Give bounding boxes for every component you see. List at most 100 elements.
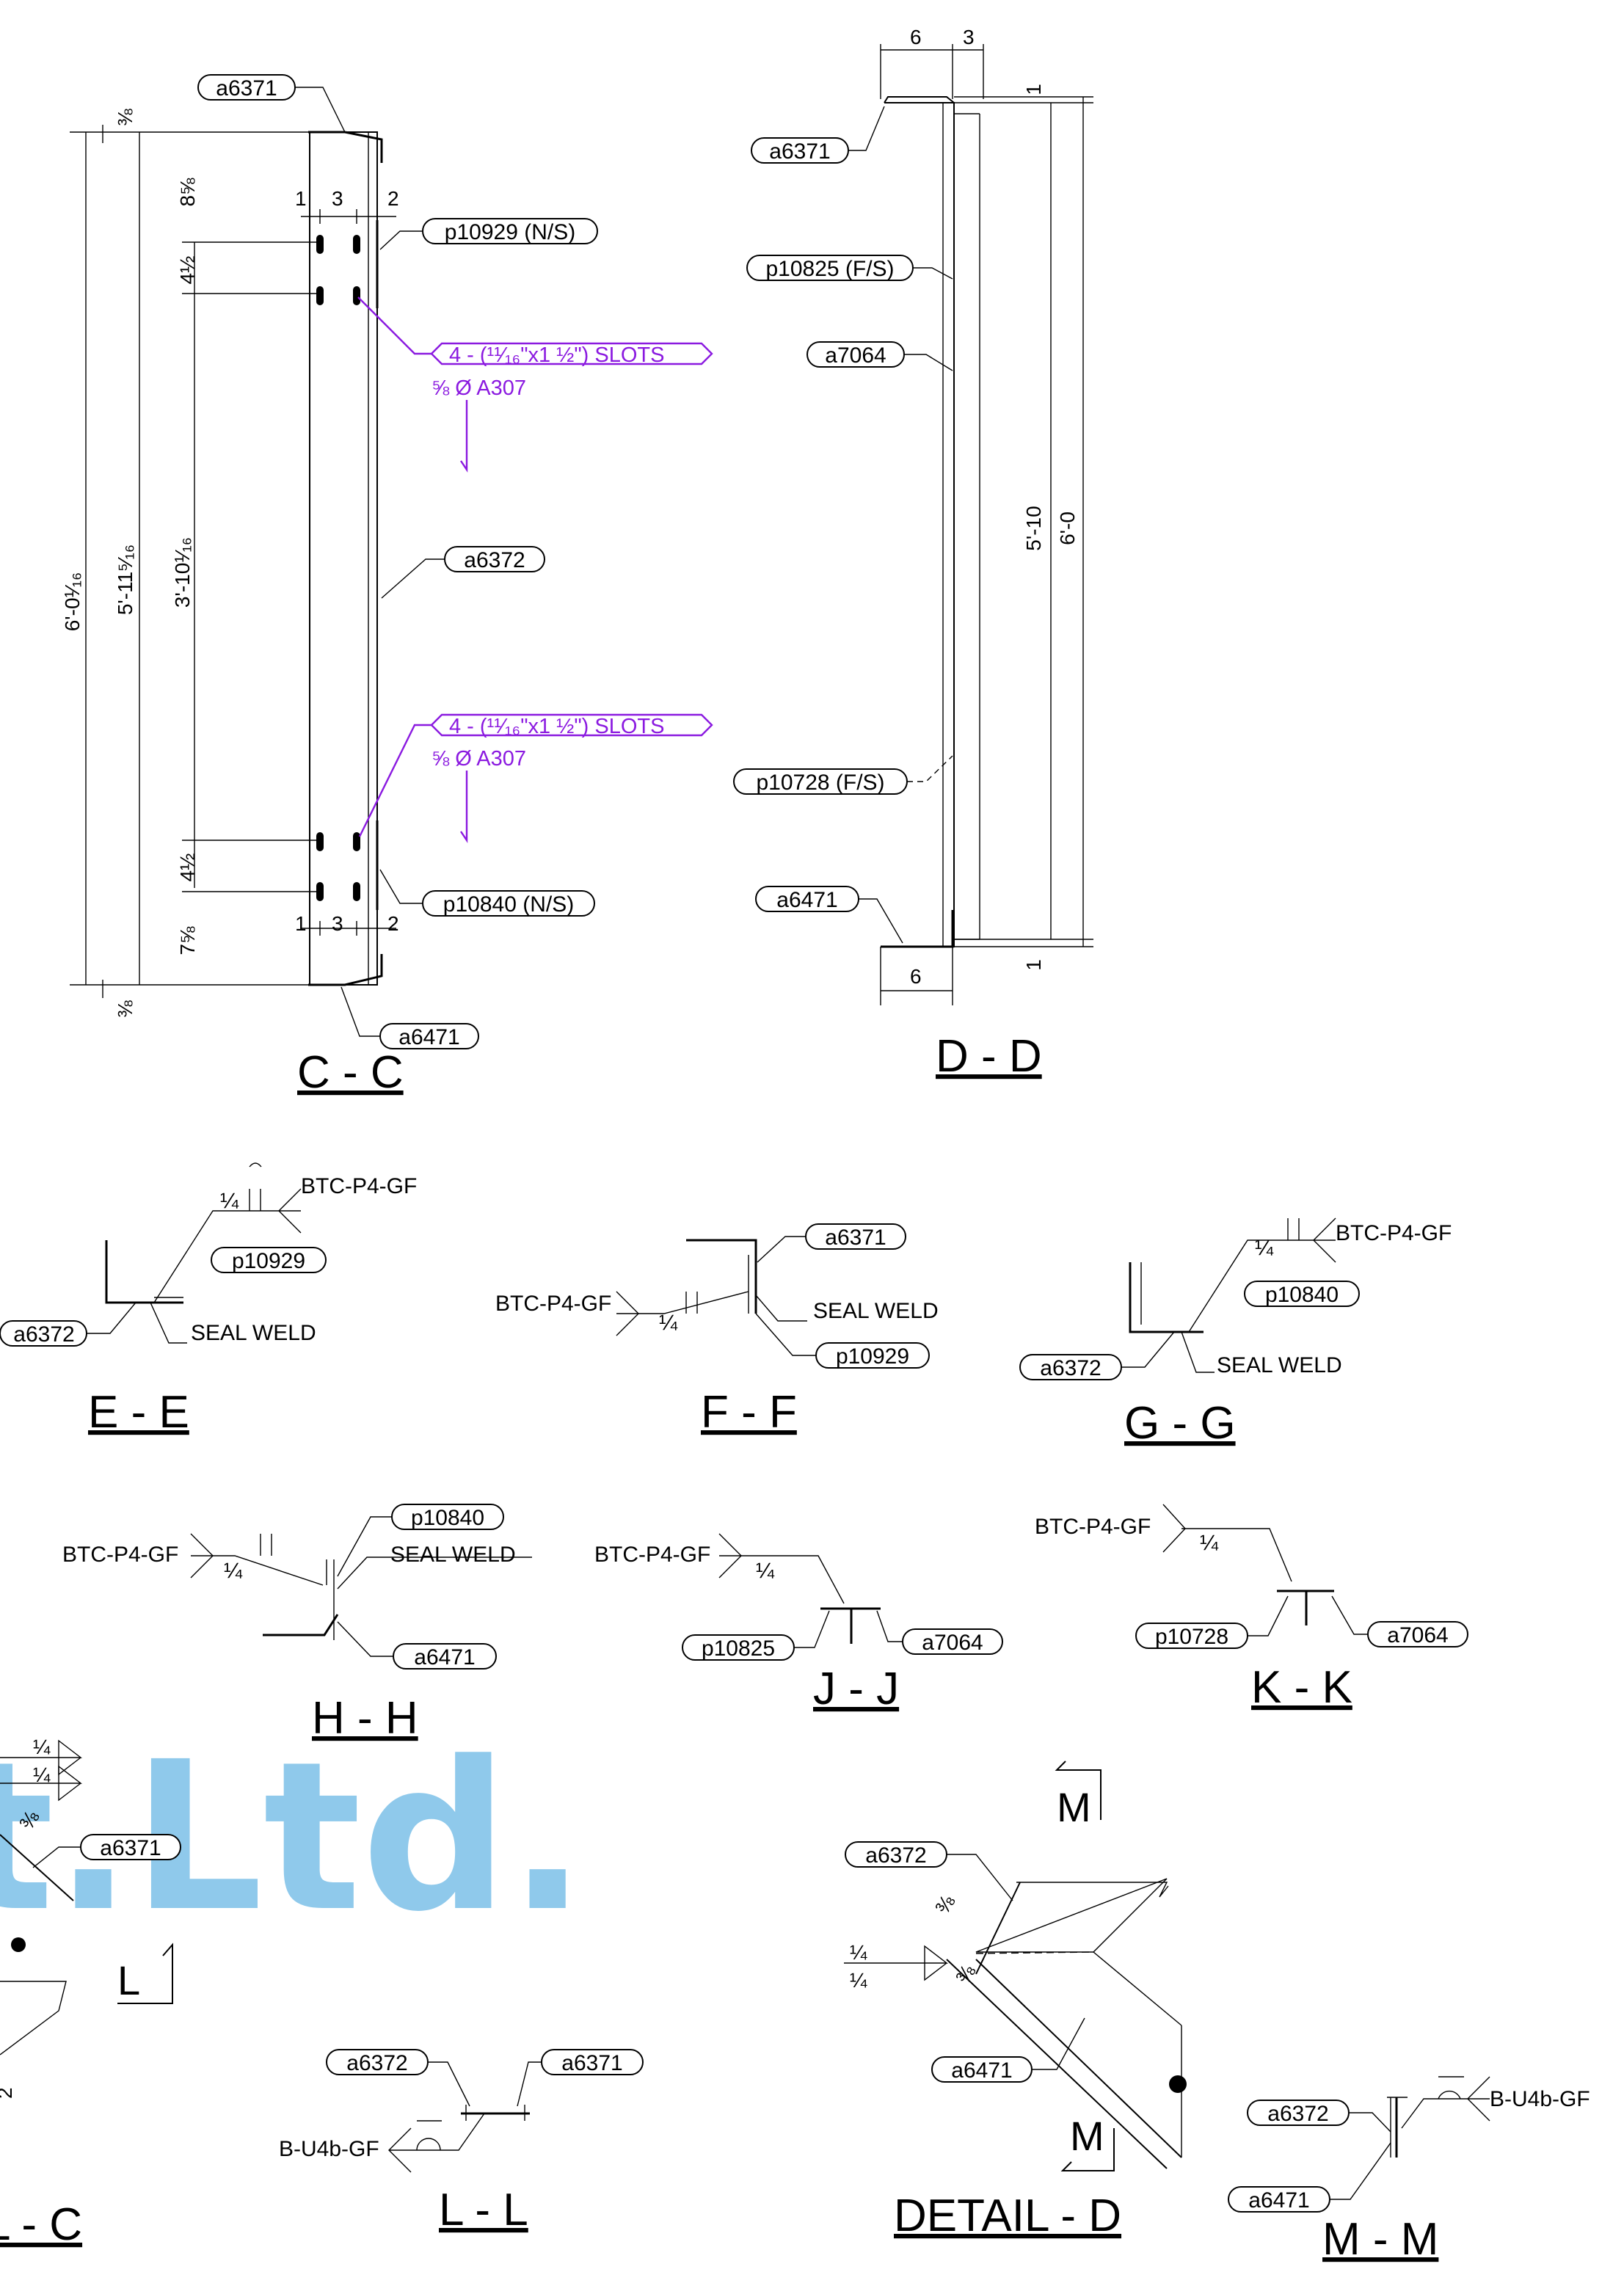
dim-mid: 3'-10¹⁄₁₆ (171, 537, 194, 608)
tag-detd-a2: a6471 (951, 2058, 1012, 2083)
slot-note-bot: 4 - (¹¹⁄₁₆"x1 ½") SLOTS (449, 715, 664, 738)
fw-lc-2: ¼ (33, 1763, 51, 1786)
title-kk: K - K (1251, 1662, 1352, 1713)
tag-gg-a: a6372 (1040, 1356, 1101, 1380)
dim-dd-bot: 1 (1022, 959, 1045, 971)
tag-detd-a1: a6372 (865, 1843, 926, 1868)
dim-dd-top: 1 (1022, 84, 1045, 95)
dim-h2b: 3 (332, 912, 343, 935)
dim-bot-gap: ⅜ (114, 1000, 136, 1018)
note-ff: SEAL WELD (813, 1299, 939, 1323)
tag-cc-top-plate: p10929 (N/S) (445, 220, 575, 244)
tag-ee-a: a6372 (13, 1322, 74, 1347)
tag-mm-a1: a6372 (1267, 2102, 1328, 2126)
dim-dd-w2: 3 (963, 26, 975, 48)
weld-hh: BTC-P4-GF (62, 1543, 178, 1567)
dim-dd-w1: 6 (910, 26, 922, 48)
tag-dd-top: a6371 (769, 139, 830, 164)
fw-detd-2: ¼ (850, 1969, 867, 1992)
tag-ll-a1: a6372 (346, 2051, 407, 2075)
view-detd: M a6372 a6471 ¼ ¼ ⅜ ⅜ M DETAIL - D (844, 1761, 1187, 2241)
dim-h1b: 1 (295, 912, 307, 935)
tag-dd-mid: a7064 (825, 343, 886, 368)
size-jj: ¼ (756, 1559, 775, 1583)
tag-jj-p: p10825 (702, 1636, 775, 1661)
size-ee: ¼ (220, 1189, 239, 1213)
weld-kk: BTC-P4-GF (1035, 1515, 1151, 1539)
dim-bot-pitch: 4½ (176, 853, 199, 882)
size-ff: ¼ (659, 1311, 678, 1335)
tag-cc-channel: a6372 (464, 548, 525, 572)
weld-jj: BTC-P4-GF (594, 1543, 710, 1567)
size-gg: ¼ (1255, 1236, 1274, 1260)
view-kk: BTC-P4-GF ¼ p10728 a7064 K - K (1035, 1504, 1468, 1713)
dim-bot-edge: 7⅝ (176, 926, 199, 955)
dim-top-gap: ⅜ (114, 109, 136, 126)
size-kk: ¼ (1200, 1531, 1219, 1555)
weld-ee: BTC-P4-GF (301, 1174, 417, 1198)
bolt-note-bot: ⅝ Ø A307 (432, 747, 526, 771)
dim-dd-outer: 6'-0 (1056, 511, 1079, 545)
tag-cc-bot-plate: p10840 (N/S) (443, 892, 574, 917)
dim-lc: 2 (0, 2087, 16, 2099)
tag-gg-p: p10840 (1265, 1283, 1339, 1307)
cut-m-top: M (1057, 1784, 1091, 1830)
view-hh: BTC-P4-GF ¼ p10840 SEAL WELD a6471 H - H (62, 1504, 532, 1744)
weld-gg: BTC-P4-GF (1336, 1221, 1452, 1245)
dim-h1: 1 (295, 187, 307, 210)
dim-top-edge: 8⅝ (176, 178, 199, 207)
tag-cc-top-angle: a6371 (216, 76, 277, 101)
tag-ff-a: a6371 (825, 1226, 886, 1250)
tag-jj-a: a7064 (922, 1631, 983, 1655)
title-hh: H - H (312, 1693, 418, 1744)
title-mm: M - M (1322, 2214, 1438, 2265)
view-ee: BTC-P4-GF ¼ p10929 a6372 SEAL WELD E - E (0, 1162, 417, 1438)
gap-detd-2: ⅜ (951, 1961, 980, 1987)
tag-hh-p: p10840 (411, 1506, 484, 1530)
dim-total: 6'-0¹⁄₁₆ (61, 572, 84, 632)
tag-dd-plate2: p10728 (F/S) (756, 771, 884, 795)
weld-mm: B-U4b-GF (1490, 2087, 1590, 2111)
title-jj: J - J (813, 1664, 899, 1714)
dim-dd-base: 6 (910, 965, 922, 988)
weld-ff: BTC-P4-GF (495, 1292, 611, 1316)
view-cc: 6'-0¹⁄₁₆ 5'-11⁵⁄₁₆ 3'-10¹⁄₁₆ ⅜ ⅜ 8⅝ 4½ 4… (61, 74, 713, 1098)
tag-dd-bot: a6471 (776, 888, 837, 912)
note-ee: SEAL WELD (191, 1321, 316, 1345)
dim-h3b: 2 (387, 912, 399, 935)
view-gg: BTC-P4-GF ¼ p10840 a6372 SEAL WELD G - G (1019, 1217, 1452, 1449)
view-mm: a6372 a6471 B-U4b-GF M - M (1228, 2076, 1590, 2265)
title-cc: C - C (297, 1047, 404, 1098)
title-ll: L - L (439, 2185, 528, 2235)
fw-detd-1: ¼ (850, 1941, 867, 1964)
view-lc: ¼ ¼ ⅜ a6371 L 2 L - C (0, 1736, 181, 2250)
tag-lc: a6371 (100, 1836, 161, 1860)
cut-m-bot: M (1070, 2113, 1104, 2159)
title-lc: L - C (0, 2199, 82, 2250)
cut-l: L (117, 1957, 140, 2003)
fw-lc-1: ¼ (33, 1736, 51, 1758)
tag-dd-plate1: p10825 (F/S) (765, 257, 894, 281)
weld-ll: B-U4b-GF (279, 2137, 379, 2161)
dim-top-pitch: 4½ (176, 256, 199, 285)
view-jj: BTC-P4-GF ¼ p10825 a7064 J - J (594, 1533, 1003, 1714)
tag-kk-a: a7064 (1387, 1623, 1448, 1647)
view-ll: a6372 a6371 B-U4b-GF L - L (279, 2049, 644, 2235)
title-ff: F - F (701, 1387, 797, 1438)
view-dd: 6 3 1 1 5'-10 6'-0 6 a6371 p10825 (F/S) … (733, 26, 1093, 1082)
tag-ff-p: p10929 (836, 1344, 909, 1369)
slot-note-top: 4 - (¹¹⁄₁₆"x1 ½") SLOTS (449, 343, 664, 367)
tag-cc-bot-angle: a6471 (398, 1025, 459, 1049)
tag-hh-a: a6471 (414, 1645, 475, 1670)
dim-h3: 2 (387, 187, 399, 210)
title-ee: E - E (88, 1387, 189, 1438)
bolt-note-top: ⅝ Ø A307 (432, 376, 526, 400)
note-hh: SEAL WELD (390, 1543, 516, 1567)
tag-mm-a2: a6471 (1248, 2188, 1309, 2213)
tag-ee-p: p10929 (232, 1249, 305, 1273)
title-detd: DETAIL - D (894, 2191, 1121, 2241)
dim-inner: 5'-11⁵⁄₁₆ (114, 545, 136, 615)
title-gg: G - G (1124, 1398, 1236, 1449)
tag-ll-a2: a6371 (561, 2051, 622, 2075)
